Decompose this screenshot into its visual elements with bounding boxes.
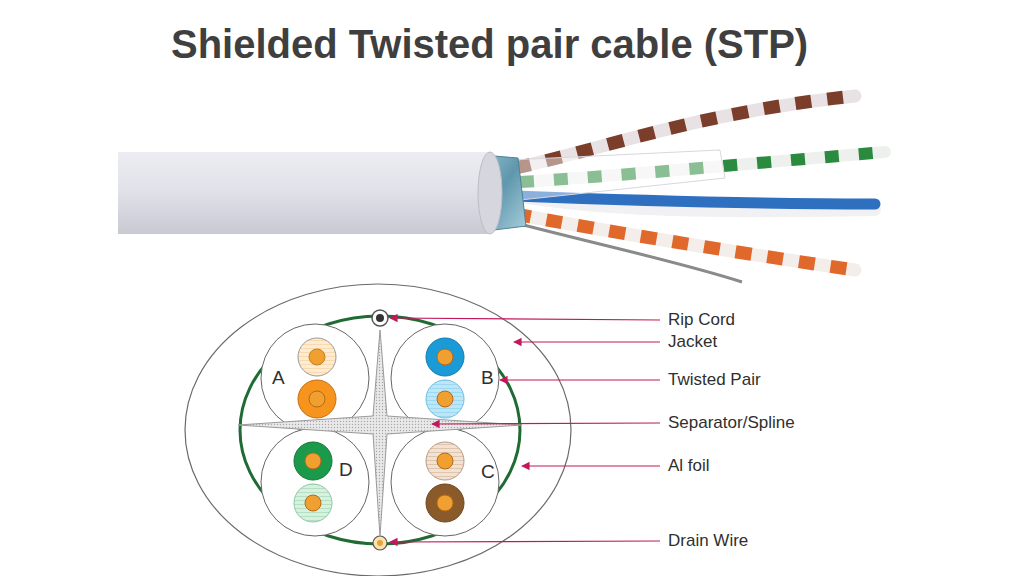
- part-label: Rip Cord: [668, 311, 735, 330]
- jacket-end: [478, 152, 502, 234]
- diagram-title: Shielded Twisted pair cable (STP): [171, 22, 808, 66]
- part-label: Twisted Pair: [668, 371, 761, 390]
- pair-circle: [261, 428, 369, 536]
- pair-letter: A: [272, 368, 285, 389]
- separator-spline: [238, 330, 522, 536]
- jacket-outline: [185, 284, 571, 576]
- blue-pair: [515, 196, 875, 211]
- part-label: Jacket: [668, 333, 717, 352]
- cable-photo: [118, 96, 885, 282]
- drain-wire: [373, 536, 387, 550]
- part-label: Drain Wire: [668, 532, 748, 551]
- cable-jacket: [118, 152, 490, 234]
- plastic-wrap: [510, 150, 725, 200]
- drain-wire-core: [377, 540, 383, 546]
- part-label: Separator/Spline: [668, 414, 795, 433]
- rip-cord: [372, 310, 388, 326]
- orange-pair: [515, 214, 855, 270]
- pair-letter: D: [339, 460, 353, 481]
- part-label: Al foil: [668, 457, 710, 476]
- pair-letter: B: [481, 368, 494, 389]
- cross-section: [185, 284, 660, 576]
- pair-circle: [391, 324, 499, 432]
- conductors: [294, 338, 464, 522]
- leader-lines: [390, 318, 660, 542]
- pair-circle: [391, 428, 499, 536]
- pair-circle: [261, 324, 369, 432]
- rip-cord-core: [376, 314, 384, 322]
- pair-letter: C: [481, 462, 495, 483]
